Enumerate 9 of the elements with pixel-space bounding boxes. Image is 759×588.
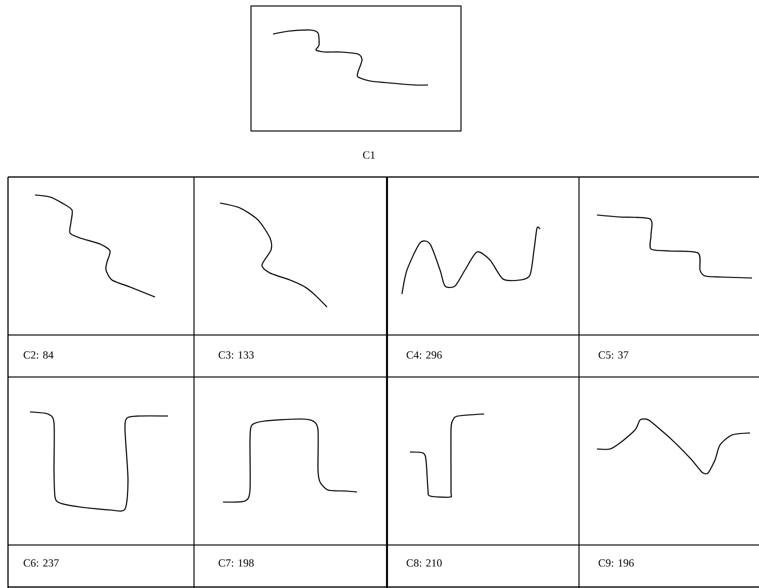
cell-label: C9: 196 <box>598 559 634 567</box>
cell-label: C3: 133 <box>218 351 254 359</box>
cell-label: C6: 237 <box>24 559 59 567</box>
cell-label: C4: 296 <box>406 351 442 359</box>
cell-label: C7: 198 <box>218 559 254 567</box>
cell-label: C2: 84 <box>24 351 54 359</box>
caption: C1 <box>363 151 375 159</box>
cell-label: C8: 210 <box>406 559 442 567</box>
cell-label: C5: 37 <box>598 351 628 359</box>
